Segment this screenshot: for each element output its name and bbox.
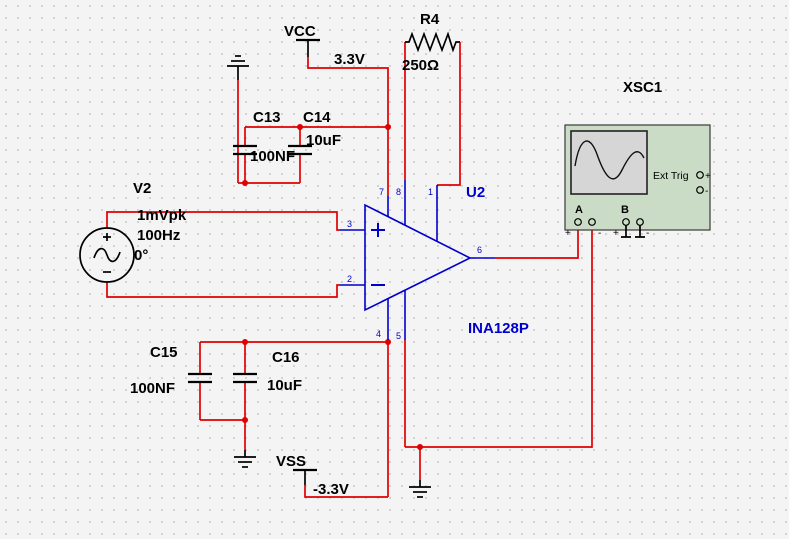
ext-trig-minus-sign: -: [705, 186, 708, 197]
v2-frequency[interactable]: 100Hz: [137, 227, 180, 244]
junction-dot: [242, 417, 248, 423]
vss-value[interactable]: -3.3V: [313, 481, 349, 498]
junction-dot: [385, 124, 391, 130]
plus-terminal-icon: [103, 233, 111, 241]
v2-amplitude[interactable]: 1mVpk: [137, 207, 187, 224]
vcc-label[interactable]: VCC: [284, 23, 316, 40]
channel-b-minus-stub: [635, 225, 645, 238]
capacitor-c15[interactable]: C15 100NF: [130, 344, 212, 397]
waveform-icon: [574, 140, 645, 180]
pin2-number: 2: [347, 274, 352, 284]
wire-vss-rail[interactable]: [304, 485, 388, 498]
ext-trig-plus-sign: +: [705, 171, 711, 182]
r4-ref[interactable]: R4: [420, 11, 440, 28]
u2-ref[interactable]: U2: [466, 184, 485, 201]
channel-a-plus-sign: +: [565, 228, 571, 239]
pin8-number: 8: [396, 187, 401, 197]
c14-ref[interactable]: C14: [303, 109, 331, 126]
vcc-value[interactable]: 3.3V: [334, 51, 365, 68]
capacitor-c13[interactable]: C13 100NF: [233, 109, 295, 165]
c16-ref[interactable]: C16: [272, 349, 300, 366]
wire-output-to-scope-a[interactable]: [495, 226, 579, 259]
sine-icon: [93, 247, 121, 263]
wire-scope-a-minus-to-ground[interactable]: [405, 226, 593, 448]
pin4-number: 4: [376, 329, 381, 339]
ground-top-left[interactable]: [227, 55, 249, 80]
wire-vcc-to-pin7[interactable]: [307, 57, 389, 196]
opamp-triangle: [364, 203, 472, 312]
junction-dot: [242, 339, 248, 345]
c13-value[interactable]: 100NF: [250, 148, 295, 165]
junction-dot: [242, 180, 248, 186]
capacitor-c14[interactable]: C14 10uF: [288, 109, 341, 156]
ground-bottom-left[interactable]: [234, 450, 256, 468]
channel-a-minus-sign: -: [598, 228, 601, 239]
junction-dots: [242, 124, 423, 450]
v2-ref[interactable]: V2: [133, 180, 151, 197]
ground-bottom-center[interactable]: [409, 480, 431, 498]
c15-ref[interactable]: C15: [150, 344, 178, 361]
power-vss[interactable]: VSS -3.3V: [276, 453, 349, 498]
v2-phase[interactable]: 0°: [134, 247, 148, 264]
pin5-number: 5: [396, 331, 401, 341]
r4-value[interactable]: 250Ω: [402, 57, 439, 74]
c13-ref[interactable]: C13: [253, 109, 281, 126]
u2-part[interactable]: INA128P: [468, 320, 529, 337]
xsc1-ref[interactable]: XSC1: [623, 79, 662, 96]
wire-v2-to-pin2[interactable]: [106, 282, 340, 298]
channel-b-plus-stub: [621, 225, 631, 238]
ext-trig-plus-terminal[interactable]: [696, 171, 704, 179]
channel-b-plus-sign: +: [613, 228, 619, 239]
source-v2[interactable]: V2 1mVpk 100Hz 0°: [79, 180, 187, 283]
wire-v2-to-pin3[interactable]: [106, 211, 340, 231]
channel-a-plus-terminal[interactable]: [574, 218, 582, 226]
channel-a-minus-terminal[interactable]: [588, 218, 596, 226]
resistor-body: [405, 31, 460, 53]
junction-dot: [297, 124, 303, 130]
channel-b-label: B: [621, 204, 629, 216]
vss-label[interactable]: VSS: [276, 453, 306, 470]
source-body: [79, 227, 135, 283]
channel-b-minus-sign: -: [646, 228, 649, 239]
oscilloscope-xsc1[interactable]: XSC1 Ext Trig + - A + - B + -: [564, 79, 711, 239]
c14-value[interactable]: 10uF: [306, 132, 341, 149]
wire-r4-right-lead[interactable]: [437, 42, 461, 186]
ext-trig-minus-terminal[interactable]: [696, 186, 704, 194]
ext-trig-label: Ext Trig: [653, 170, 689, 182]
noninverting-input-icon: [371, 223, 385, 237]
opamp-u2[interactable]: 3 2 7 8 1 6 4 5 U2 INA128P: [340, 180, 529, 341]
pin3-number: 3: [347, 219, 352, 229]
junction-dot: [417, 444, 423, 450]
capacitor-c16[interactable]: C16 10uF: [233, 349, 302, 394]
power-vcc[interactable]: VCC 3.3V: [284, 23, 365, 68]
pin1-number: 1: [428, 187, 433, 197]
pin7-number: 7: [379, 187, 384, 197]
junction-dot: [385, 339, 391, 345]
c15-value[interactable]: 100NF: [130, 380, 175, 397]
resistor-r4[interactable]: R4 250Ω: [402, 11, 460, 74]
c16-value[interactable]: 10uF: [267, 377, 302, 394]
oscilloscope-screen: [570, 130, 648, 195]
pin6-number: 6: [477, 245, 482, 255]
channel-a-label: A: [575, 204, 583, 216]
wires: [106, 42, 593, 498]
